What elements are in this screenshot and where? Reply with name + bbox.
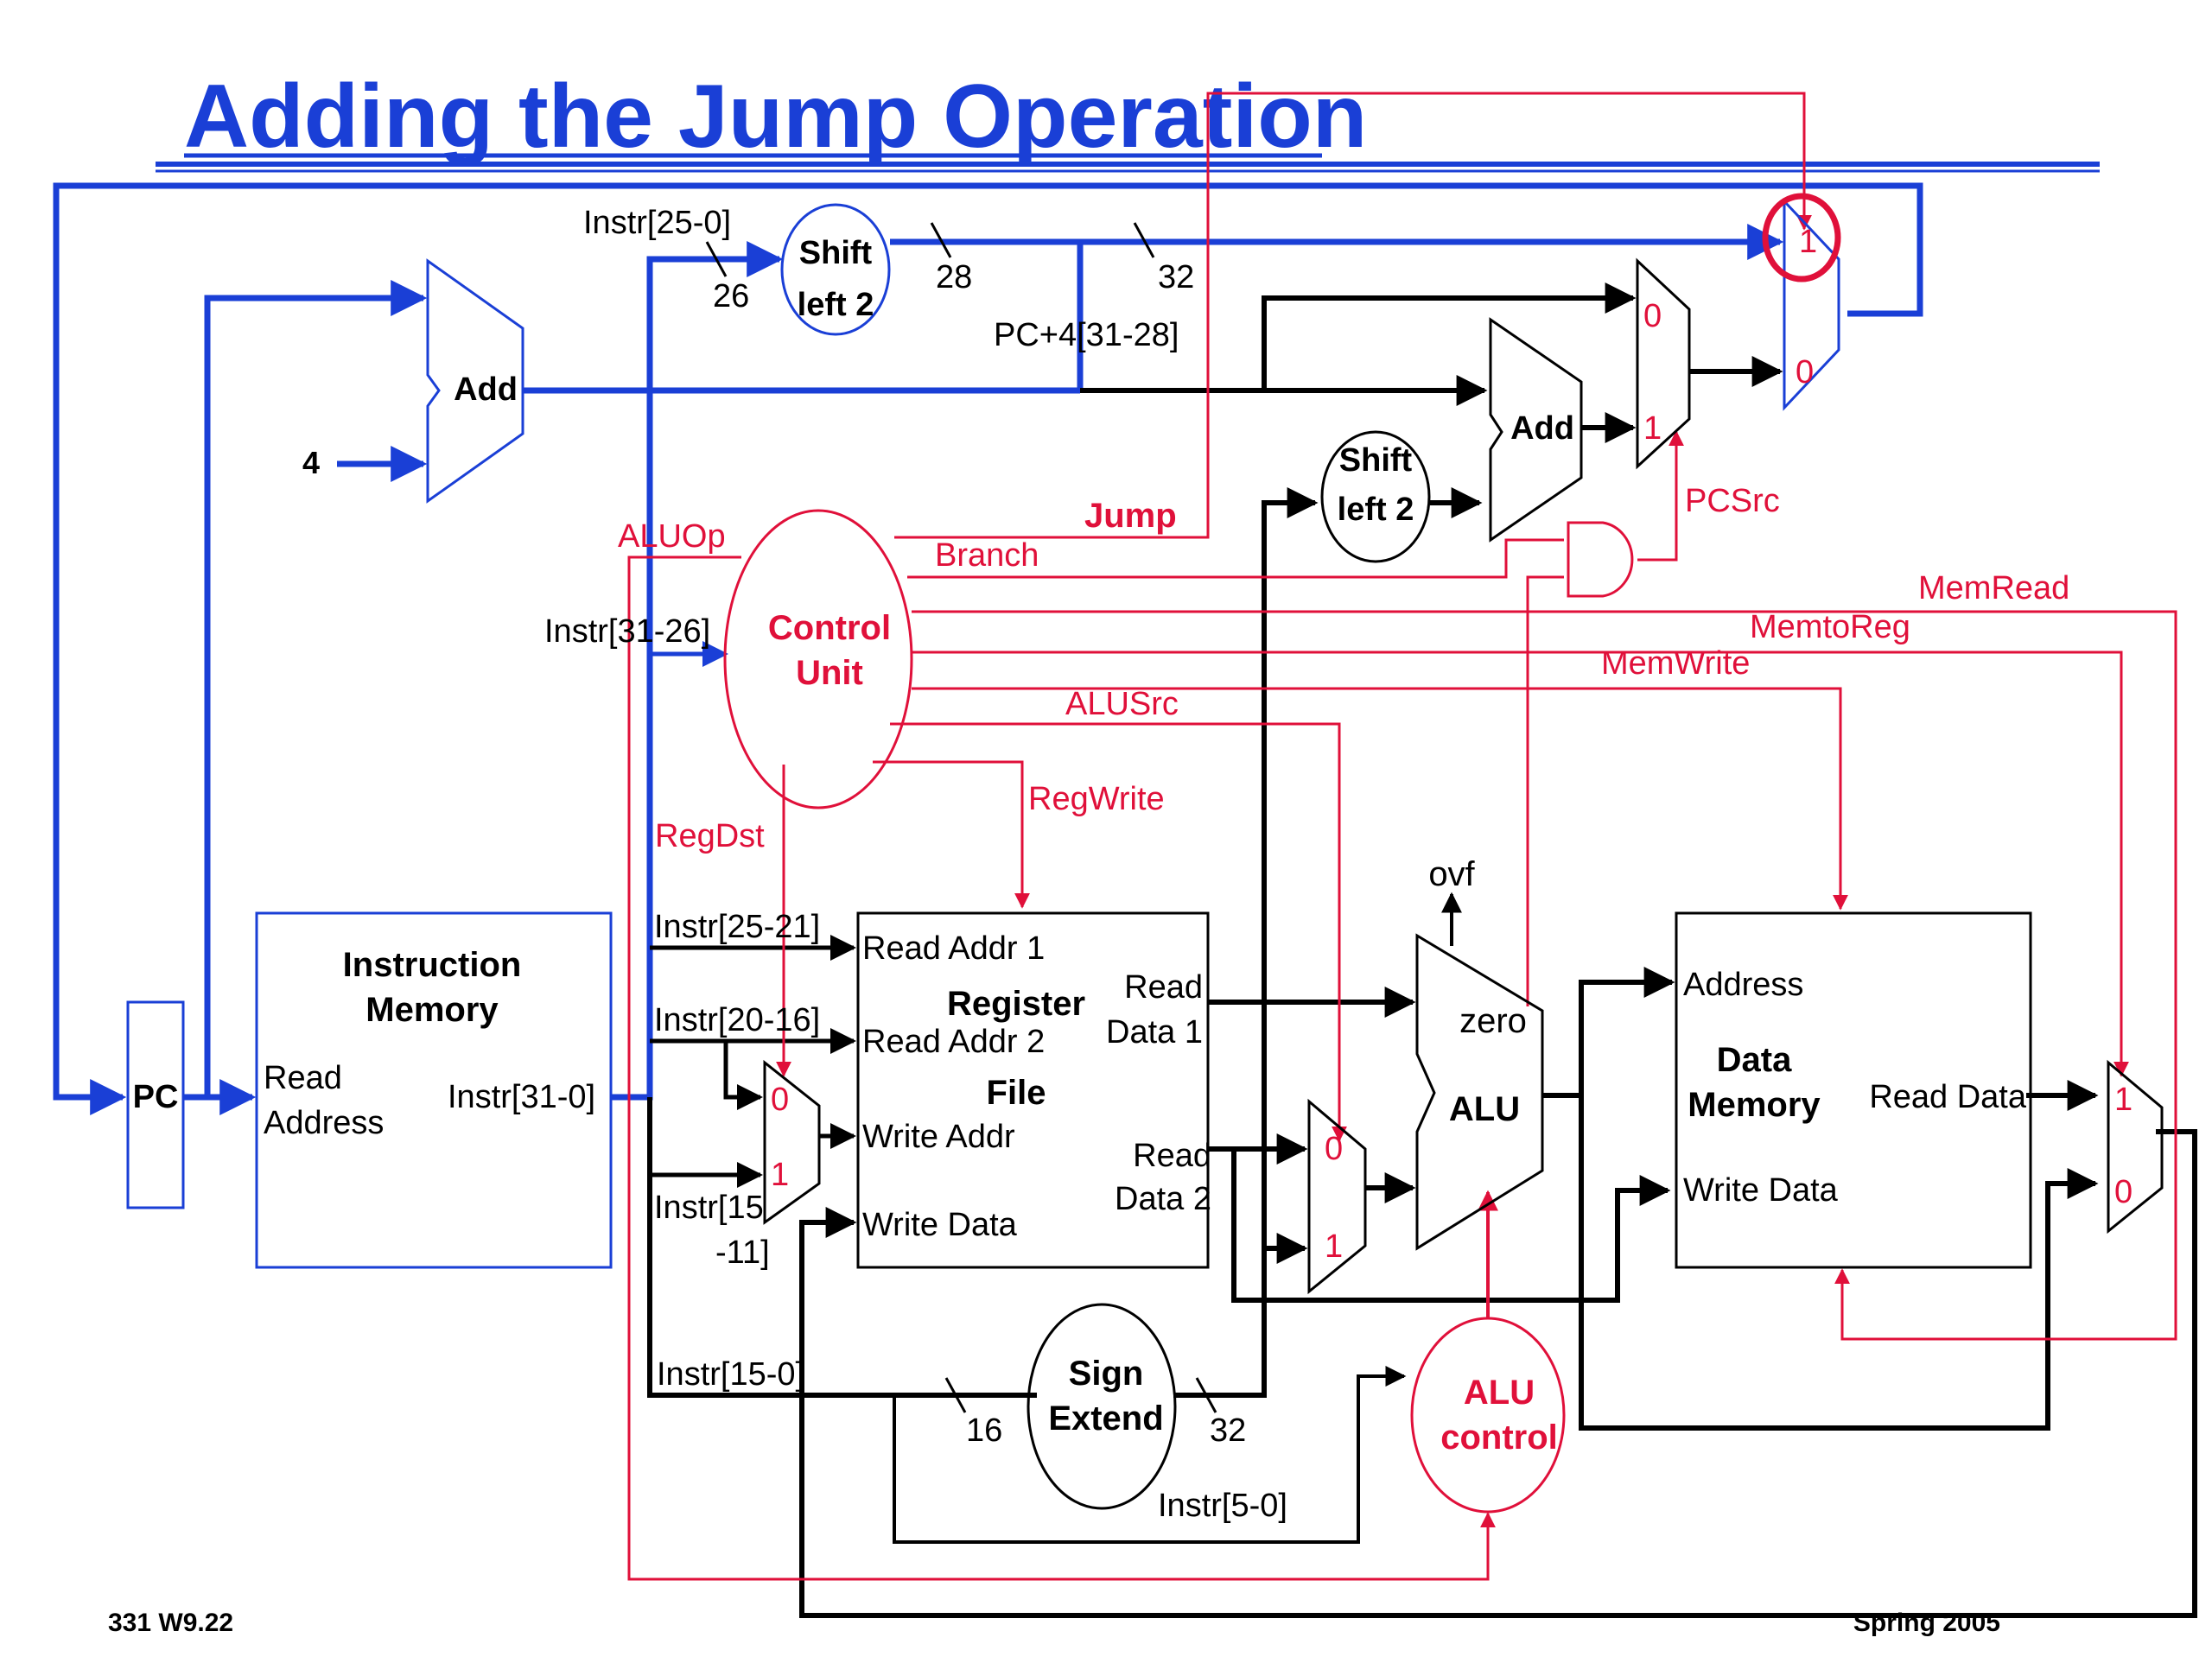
label-width-32-top: 32 (1158, 259, 1194, 295)
jump-shift-label-1: Shift (799, 235, 873, 271)
regfile-read-data-2-a: Read (1133, 1138, 1211, 1174)
signal-alusrc: ALUSrc (1065, 686, 1179, 722)
regfile-read-addr-1: Read Addr 1 (862, 930, 1045, 967)
signal-regwrite: RegWrite (1028, 781, 1165, 817)
pc-label: PC (133, 1079, 179, 1115)
signal-memread: MemRead (1918, 570, 2069, 606)
blue-wires (53, 182, 1923, 1115)
alu-control (1410, 1317, 1566, 1514)
regfile-read-addr-2: Read Addr 2 (862, 1024, 1045, 1060)
branch-shift-left-2 (1320, 430, 1431, 563)
sign-extend (1027, 1303, 1177, 1510)
pc-adder-label: Add (454, 371, 518, 408)
branch-mux-input-0: 0 (1643, 298, 1662, 334)
jump-mux-highlight (1762, 193, 1841, 282)
jump-mux-input-1: 1 (1799, 224, 1817, 260)
label-instr-15-11-a: Instr[15 (654, 1190, 764, 1226)
signal-memtoreg: MemtoReg (1750, 609, 1910, 645)
label-pc4-31-28: PC+4[31-28] (994, 317, 1179, 353)
jump-mux-input-0: 0 (1796, 354, 1814, 390)
control-unit (723, 509, 913, 809)
regdst-mux (763, 1059, 821, 1225)
instruction-memory (255, 911, 613, 1269)
constant-four: 4 (302, 445, 320, 480)
label-instr-25-0: Instr[25-0] (583, 205, 731, 241)
memtoreg-mux-input-0: 0 (2114, 1174, 2133, 1210)
alu-zero-label: zero (1459, 1002, 1527, 1040)
jump-shift-left-2 (780, 203, 891, 336)
branch-adder-label: Add (1510, 410, 1574, 447)
signal-memwrite: MemWrite (1601, 645, 1750, 682)
dmem-title-1: Data (1717, 1041, 1792, 1079)
alusrc-mux-input-0: 0 (1325, 1131, 1343, 1167)
alu-ovf-label: ovf (1428, 855, 1475, 893)
branch-shift-label-1: Shift (1339, 442, 1413, 479)
data-memory (1675, 911, 2032, 1269)
dmem-title-2: Memory (1688, 1086, 1821, 1124)
regdst-mux-input-0: 0 (771, 1082, 789, 1118)
signal-regdst: RegDst (655, 818, 765, 854)
alusrc-mux-input-1: 1 (1325, 1228, 1343, 1265)
imem-output-label: Instr[31-0] (448, 1079, 595, 1115)
regfile-title-1: Register (947, 985, 1085, 1023)
signal-pcsrc: PCSrc (1685, 483, 1780, 519)
alu-control-label-1: ALU (1464, 1374, 1535, 1412)
dmem-address-label: Address (1683, 967, 1803, 1003)
control-unit-label-2: Unit (796, 654, 863, 692)
red-wires (627, 92, 2177, 1581)
dmem-read-data-label: Read Data (1869, 1079, 2027, 1115)
alusrc-mux (1307, 1098, 1367, 1295)
sign-extend-label-1: Sign (1069, 1355, 1144, 1393)
label-instr-25-21: Instr[25-21] (654, 909, 820, 945)
label-width-28: 28 (936, 259, 972, 295)
alu-label: ALU (1449, 1090, 1520, 1128)
dmem-write-data-label: Write Data (1683, 1172, 1839, 1209)
memtoreg-mux-input-1: 1 (2114, 1082, 2133, 1118)
label-instr-5-0: Instr[5-0] (1158, 1488, 1287, 1524)
branch-shift-label-2: left 2 (1338, 492, 1414, 528)
signal-aluop: ALUOp (618, 518, 726, 555)
label-width-26: 26 (713, 278, 749, 314)
label-instr-20-16: Instr[20-16] (654, 1002, 820, 1038)
branch-mux (1636, 257, 1691, 470)
alu-control-label-2: control (1440, 1419, 1558, 1457)
imem-read-label-1: Read (264, 1060, 342, 1096)
label-width-32-bottom: 32 (1210, 1412, 1246, 1449)
label-instr-31-26: Instr[31-26] (544, 613, 710, 650)
label-width-16: 16 (966, 1412, 1002, 1449)
pc-adder (426, 258, 524, 504)
label-instr-15-0: Instr[15-0] (657, 1356, 804, 1393)
imem-read-label-2: Address (264, 1105, 384, 1141)
signal-branch: Branch (935, 537, 1039, 574)
register-file (856, 911, 1210, 1269)
branch-adder (1489, 317, 1583, 543)
sign-extend-label-2: Extend (1048, 1400, 1163, 1438)
regfile-title-2: File (987, 1074, 1046, 1112)
regfile-write-addr: Write Addr (862, 1119, 1015, 1155)
alu (1415, 933, 1544, 1251)
regfile-read-data-2-b: Data 2 (1115, 1181, 1211, 1217)
control-unit-label-1: Control (768, 609, 891, 647)
regfile-read-data-1-a: Read (1124, 969, 1203, 1006)
regfile-read-data-1-b: Data 1 (1106, 1014, 1203, 1050)
memtoreg-mux (2107, 1059, 2164, 1235)
signal-jump: Jump (1084, 497, 1177, 535)
black-wires (647, 222, 2197, 1618)
label-instr-15-11-b: -11] (715, 1235, 770, 1271)
regfile-write-data: Write Data (862, 1207, 1018, 1243)
page-title: Adding the Jump Operation (184, 67, 1367, 167)
branch-and-gate (1567, 521, 1634, 598)
footer-left: 331 W9.22 (108, 1609, 233, 1637)
jump-shift-label-2: left 2 (798, 287, 874, 323)
imem-title-2: Memory (365, 991, 499, 1029)
branch-mux-input-1: 1 (1643, 410, 1662, 447)
regdst-mux-input-1: 1 (771, 1157, 789, 1193)
pc-register (126, 1000, 185, 1209)
footer-right: Spring 2005 (1853, 1609, 2000, 1637)
imem-title-1: Instruction (343, 946, 522, 984)
jump-mux (1783, 198, 1840, 411)
